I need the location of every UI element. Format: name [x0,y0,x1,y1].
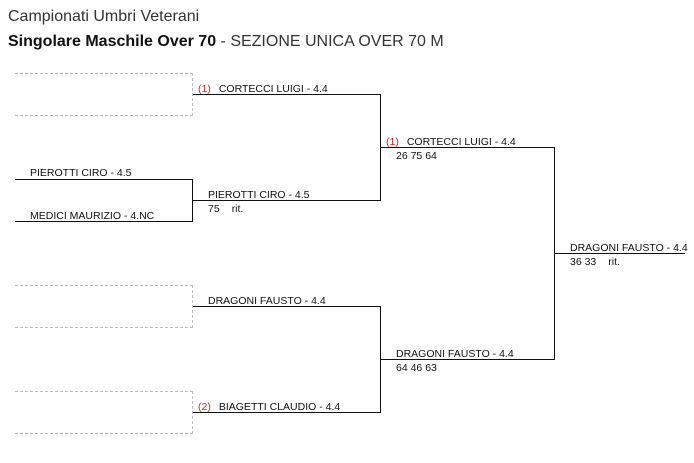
r1-line-top [15,179,193,180]
final-score: 36 33 rit. [570,256,620,268]
bye-slot-3-connector [192,285,193,328]
bye-slot-1-top [15,73,193,74]
seed-badge: (1) [386,136,399,148]
final-winner[interactable]: DRAGONI FAUSTO - 4.4 [570,242,688,254]
championship-title: Campionati Umbri Veterani [8,8,200,25]
r2-player-name: BIAGETTI CLAUDIO - 4.4 [218,401,341,413]
score-note: rit. [608,256,620,268]
r2-connector-top [380,94,381,201]
r2-player-pierotti[interactable]: PIEROTTI CIRO - 4.5 [208,189,310,201]
final-line [555,253,685,254]
sf-player-cortecci[interactable]: (1) CORTECCI LUIGI - 4.4 [386,136,516,148]
r1-line-bottom [15,221,193,222]
r2-line-3 [193,306,381,307]
r2-line-1 [193,94,381,95]
r1-player-medici[interactable]: MEDICI MAURIZIO - 4.NC [30,210,155,222]
r2-line-2 [193,200,381,201]
sf-line-1 [381,147,555,148]
bye-slot-3-bottom [15,327,193,328]
sf-connector [554,147,555,360]
r2-player-name: CORTECCI LUIGI - 4.4 [218,83,328,95]
seed-badge: (2) [198,401,211,413]
r2-line-4 [193,412,381,413]
bye-slot-3-top [15,285,193,286]
seed-badge: (1) [198,83,211,95]
r1-connector [192,179,193,222]
score-note: rit. [231,203,244,215]
bye-slot-4-top [15,391,193,392]
sf-line-2 [381,359,555,360]
bye-slot-4-bottom [15,433,193,434]
event-name: Singolare Maschile Over 70 [8,33,217,50]
r2-player-dragoni[interactable]: DRAGONI FAUSTO - 4.4 [208,295,326,307]
score-value: 36 33 [570,256,597,268]
r2-score-pierotti: 75 rit. [208,203,243,215]
score-value: 75 [208,203,220,215]
r1-player-pierotti[interactable]: PIEROTTI CIRO - 4.5 [30,167,132,179]
event-title: Singolare Maschile Over 70 - SEZIONE UNI… [8,33,444,51]
event-section: - SEZIONE UNICA OVER 70 M [216,33,444,50]
bye-slot-4-connector [192,391,193,434]
sf-score-dragoni: 64 46 63 [396,362,437,374]
sf-player-dragoni[interactable]: DRAGONI FAUSTO - 4.4 [396,348,514,360]
bye-slot-1-connector [192,73,193,116]
r2-player-cortecci[interactable]: (1) CORTECCI LUIGI - 4.4 [198,83,328,95]
r2-connector-bottom [380,306,381,413]
bye-slot-1-bottom [15,115,193,116]
sf-score-cortecci: 26 75 64 [396,150,437,162]
r2-player-biagetti[interactable]: (2) BIAGETTI CLAUDIO - 4.4 [198,401,340,413]
sf-player-name: CORTECCI LUIGI - 4.4 [406,136,516,148]
